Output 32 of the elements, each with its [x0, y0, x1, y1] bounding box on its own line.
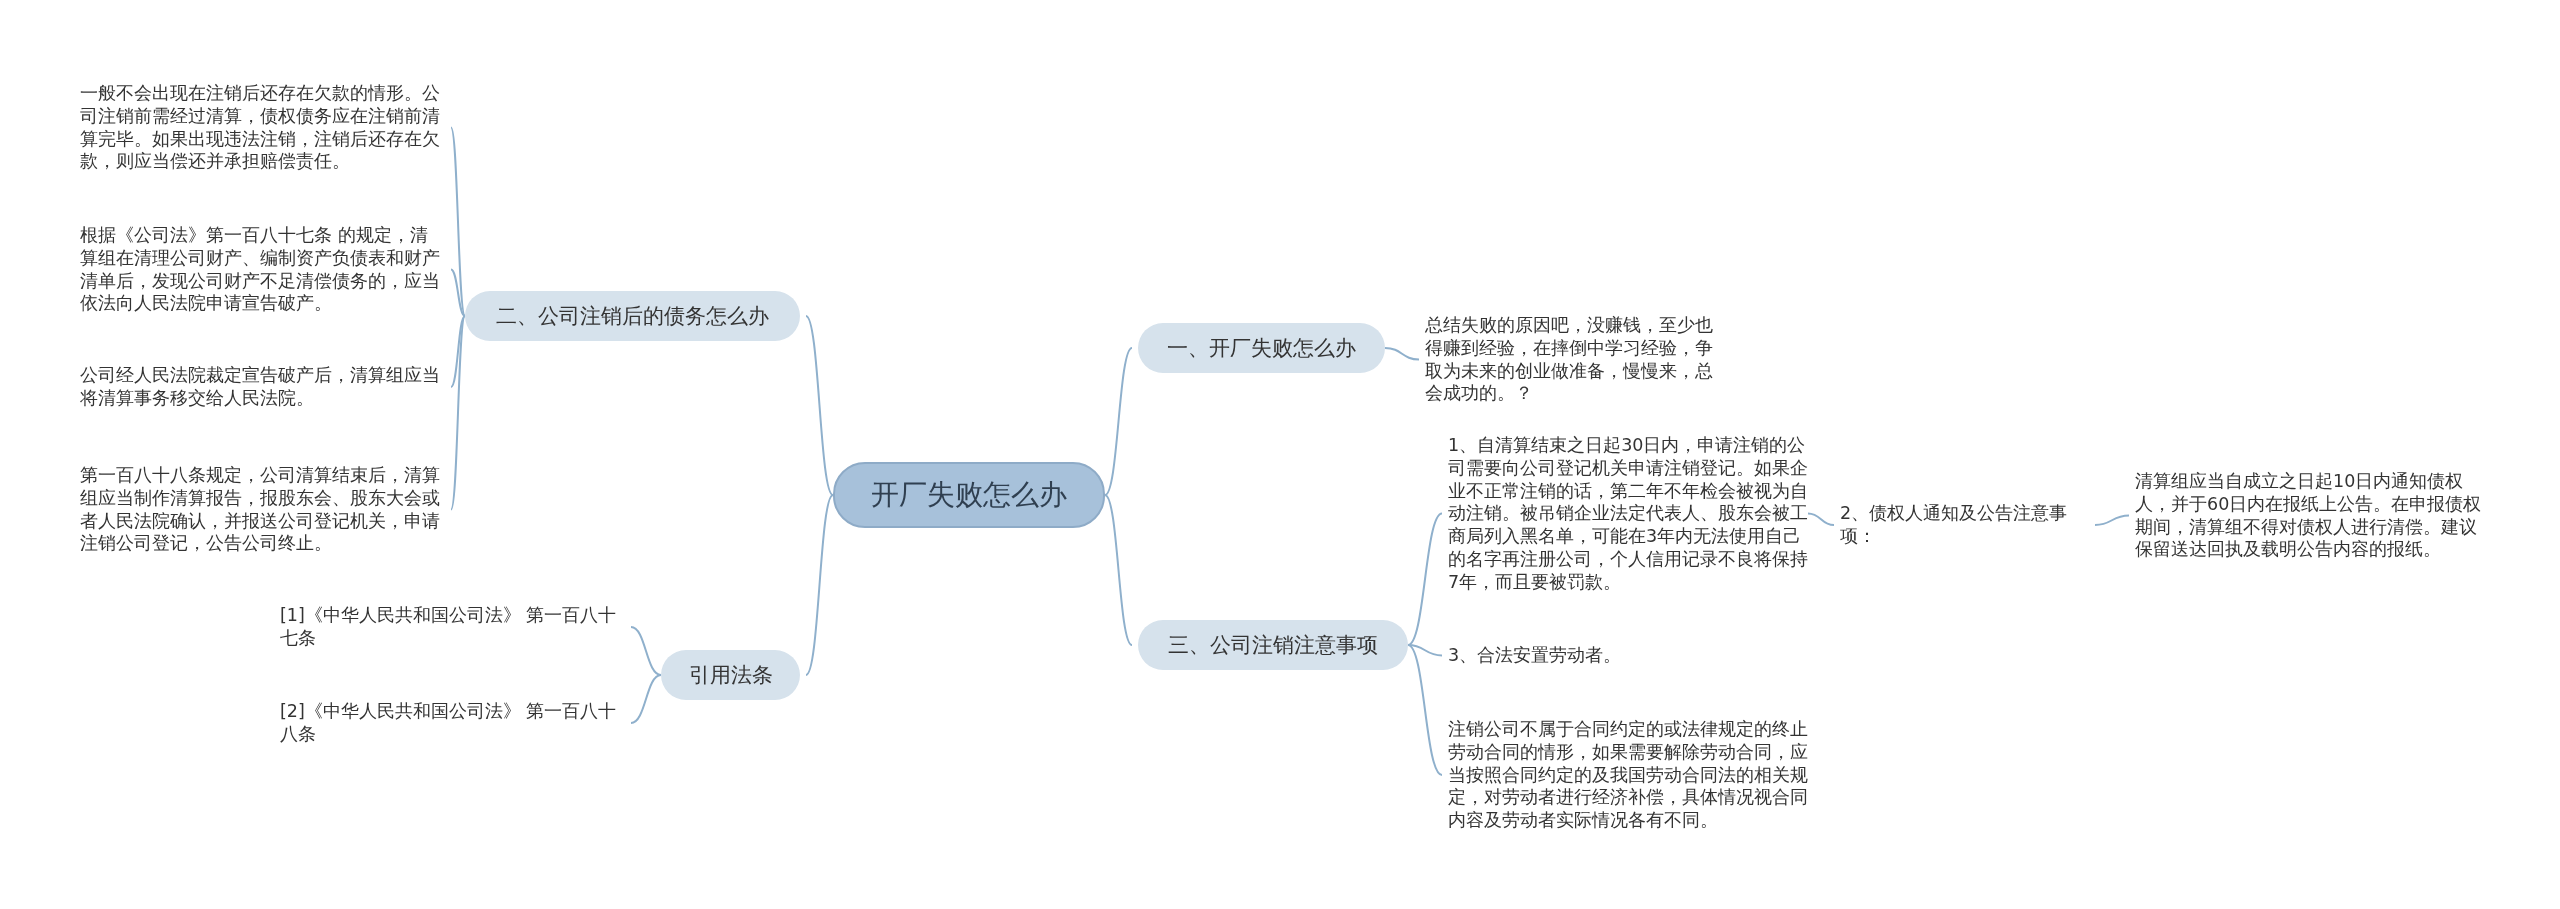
topic-box: 二、公司注销后的债务怎么办 [465, 291, 800, 341]
topic-box: 一、开厂失败怎么办 [1138, 323, 1385, 373]
note-text: 清算组应当自成立之日起10日内通知债权人，并于60日内在报纸上公告。在申报债权期间，清算组不得对债权人进行清偿。建议保留送达回执及载明公告内容的报纸。 [2135, 468, 2485, 563]
note-text: 注销公司不属于合同约定的或法律规定的终止劳动合同的情形，如果需要解除劳动合同，应当按照合同约定的及我国劳动合同法的相关规定，对劳动者进行经济补偿，具体情况视合同内容及劳动者实际情况各有不同。 [1448, 716, 1808, 834]
connector-line [1384, 347, 1420, 361]
connector-line [1407, 644, 1443, 776]
note-text: 第一百八十八条规定，公司清算结束后，清算组应当制作清算报告，报股东会、股东大会或者人民法院确认，并报送公司登记机关，申请注销公司登记，公告公司终止。 [80, 462, 445, 557]
connector-line [450, 268, 466, 317]
note-text: 总结失败的原因吧，没赚钱，至少也得赚到经验，在摔倒中学习经验，争取为未来的创业做准备，慢慢来，总会成功的。？ [1425, 312, 1715, 407]
connector-line [1407, 512, 1443, 646]
connector-line [1104, 347, 1133, 496]
connector-line [1807, 512, 1835, 526]
note-text: 一般不会出现在注销后还存在欠款的情形。公司注销前需经过清算，债权债务应在注销前清算完毕。如果出现违法注销，注销后还存在欠款，则应当偿还并承担赔偿责任。 [80, 80, 445, 175]
connector-line [450, 315, 466, 388]
connector-line [2094, 514, 2130, 526]
topic-box: 三、公司注销注意事项 [1138, 620, 1408, 670]
topic-box: 引用法条 [661, 650, 800, 700]
connector-line [630, 626, 662, 676]
connector-line [630, 674, 662, 724]
note-text: 2、债权人通知及公告注意事项： [1840, 500, 2095, 550]
note-text: 根据《公司法》第一百八十七条 的规定，清算组在清理公司财产、编制资产负债表和财产清单后，发现公司财产不足清偿债务的，应当依法向人民法院申请宣告破产。 [80, 222, 445, 317]
connector-line [450, 315, 466, 511]
connector-line [450, 126, 466, 317]
note-text: 1、自清算结束之日起30日内，申请注销的公司需要向公司登记机关申请注销登记。如果企业不正常注销的话，第二年不年检会被视为自动注销。被吊销企业法定代表人、股东会被工商局列入黑名单，可能在3年内无法使用自己的名字再注册公司，个人信用记录不良将保持7年，而且要被罚款。 [1448, 432, 1808, 596]
note-text: 3、合法安置劳动者。 [1448, 642, 1808, 669]
connector-line [805, 494, 834, 676]
central-topic: 开厂失败怎么办 [833, 462, 1105, 528]
connector-line [1104, 494, 1133, 646]
note-text: 公司经人民法院裁定宣告破产后，清算组应当将清算事务移交给人民法院。 [80, 362, 445, 412]
note-text: [2]《中华人民共和国公司法》 第一百八十八条 [280, 698, 625, 748]
note-text: [1]《中华人民共和国公司法》 第一百八十七条 [280, 602, 625, 652]
connector-line [805, 315, 834, 496]
